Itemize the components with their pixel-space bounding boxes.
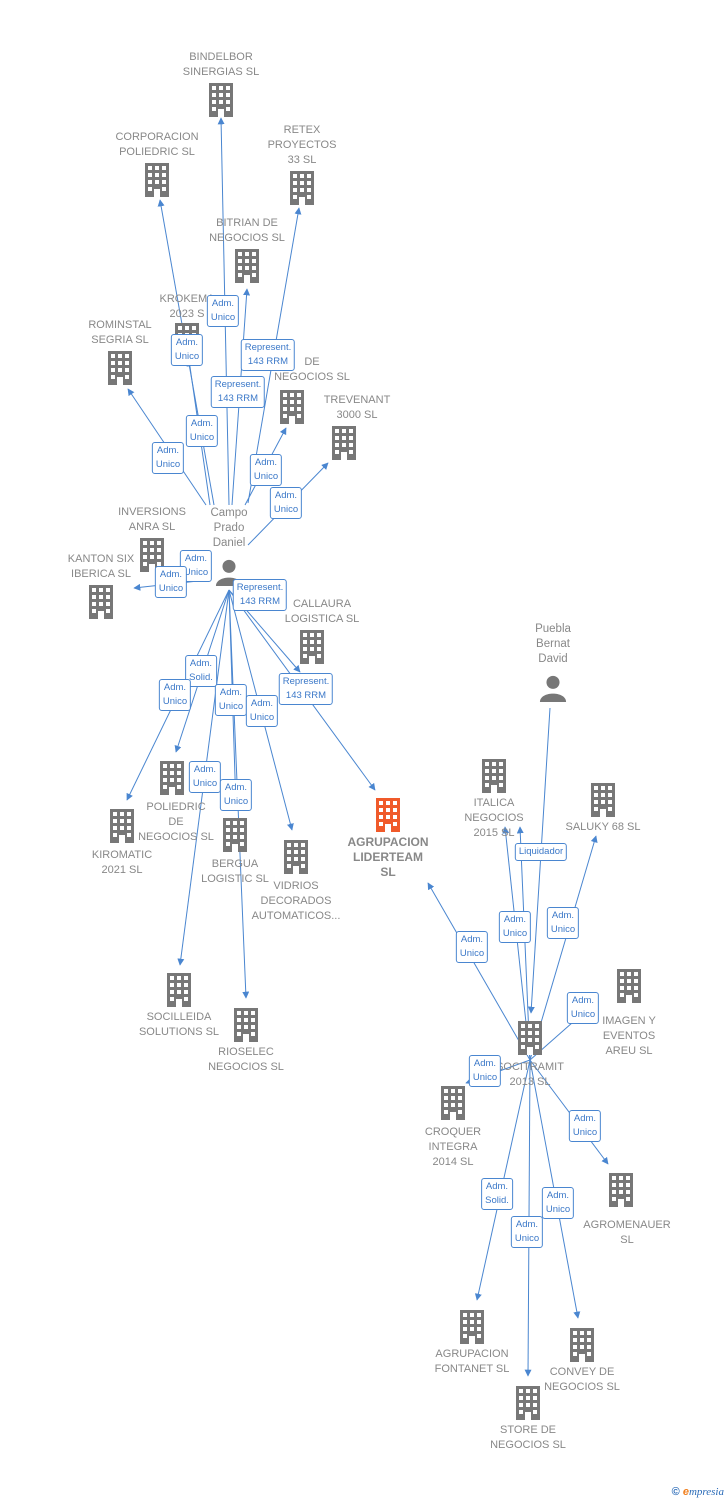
edge-label[interactable]: Adm. Unico <box>498 911 532 943</box>
node-label-agromenauer[interactable]: AGROMENAUER SL <box>583 1219 671 1246</box>
node-label-rominstal[interactable]: ROMINSTAL SEGRIA SL <box>88 319 152 346</box>
edge-label[interactable]: Adm. Unico <box>206 295 240 327</box>
edge-label[interactable]: Adm. Unico <box>468 1055 502 1087</box>
edge-label[interactable]: Adm. Unico <box>566 992 600 1024</box>
edge-label[interactable]: Adm. Unico <box>269 487 303 519</box>
edge-label[interactable]: Represent. 143 RRM <box>232 579 288 611</box>
edge-label[interactable]: Represent. 143 RRM <box>278 673 334 705</box>
edge-label[interactable]: Adm. Unico <box>455 931 489 963</box>
building-icon[interactable] <box>145 163 169 197</box>
building-icon[interactable] <box>376 798 400 832</box>
building-icon[interactable] <box>570 1328 594 1362</box>
building-icon[interactable] <box>209 83 233 117</box>
node-label-saluky[interactable]: SALUKY 68 SL <box>565 821 641 833</box>
person-icon[interactable] <box>539 675 567 702</box>
edge-label[interactable]: Adm. Unico <box>541 1187 575 1219</box>
edge-label[interactable]: Adm. Solid. <box>481 1178 513 1210</box>
building-icon[interactable] <box>280 390 304 424</box>
node-label-negocios_de[interactable]: DE NEGOCIOS SL <box>274 356 350 383</box>
node-label-callaura[interactable]: CALLAURA LOGISTICA SL <box>284 598 360 625</box>
edge-label[interactable]: Adm. Unico <box>249 454 283 486</box>
node-label-bindelbor[interactable]: BINDELBOR SINERGIAS SL <box>182 51 260 78</box>
building-icon[interactable] <box>617 969 641 1003</box>
node-label-poliedric[interactable]: POLIEDRIC DE NEGOCIOS SL <box>138 801 214 843</box>
building-icon[interactable] <box>110 809 134 843</box>
node-label-krokema[interactable]: KROKEMA 2023 S <box>159 293 215 320</box>
building-icon[interactable] <box>460 1310 484 1344</box>
person-label-campo[interactable]: Campo Prado Daniel <box>210 507 248 549</box>
edge-label[interactable]: Liquidador <box>514 843 568 861</box>
edge-label[interactable]: Adm. Unico <box>170 334 204 366</box>
node-label-agrupacion[interactable]: AGRUPACION LIDERTEAM SL <box>347 835 429 879</box>
building-icon[interactable] <box>223 818 247 852</box>
building-icon[interactable] <box>290 171 314 205</box>
edge-label[interactable]: Adm. Unico <box>219 779 253 811</box>
edge-socitramit-agrupacion <box>427 882 531 1061</box>
building-icon[interactable] <box>234 1008 258 1042</box>
node-label-inversions[interactable]: INVERSIONS ANRA SL <box>118 506 186 533</box>
edge-label[interactable]: Represent. 143 RRM <box>240 339 296 371</box>
node-label-corporacion[interactable]: CORPORACION POLIEDRIC SL <box>115 131 199 158</box>
building-icon[interactable] <box>300 630 324 664</box>
brand-credit[interactable]: © empresia <box>672 1486 724 1498</box>
building-icon[interactable] <box>284 840 308 874</box>
building-icon[interactable] <box>108 351 132 385</box>
node-label-italica[interactable]: ITALICA NEGOCIOS 2015 SL <box>464 797 524 839</box>
brand-logo-text: mpresia <box>688 1486 724 1498</box>
edge-label[interactable]: Adm. Unico <box>214 684 248 716</box>
node-label-convey[interactable]: CONVEY DE NEGOCIOS SL <box>544 1366 620 1393</box>
building-icon[interactable] <box>235 249 259 283</box>
building-icon[interactable] <box>332 426 356 460</box>
brand-logo-e: e <box>682 1486 689 1498</box>
edge-label[interactable]: Adm. Unico <box>245 695 279 727</box>
copyright-symbol: © <box>671 1486 680 1498</box>
node-label-imagen[interactable]: IMAGEN Y EVENTOS AREU SL <box>602 1015 656 1057</box>
node-label-socilleida[interactable]: SOCILLEIDA SOLUTIONS SL <box>138 1011 220 1038</box>
edge-label[interactable]: Adm. Unico <box>188 761 222 793</box>
node-label-store[interactable]: STORE DE NEGOCIOS SL <box>490 1424 566 1451</box>
edge-label[interactable]: Adm. Unico <box>546 907 580 939</box>
node-label-socitramit[interactable]: SOCITRAMIT 2013 SL <box>496 1061 564 1088</box>
person-label-puebla[interactable]: Puebla Bernat David <box>535 623 571 665</box>
node-label-croquer[interactable]: CROQUER INTEGRA 2014 SL <box>424 1126 482 1168</box>
node-label-fontanet[interactable]: AGRUPACION FONTANET SL <box>434 1348 510 1375</box>
building-icon[interactable] <box>518 1021 542 1055</box>
node-label-trevenant[interactable]: TREVENANT 3000 SL <box>323 394 391 421</box>
node-label-kiromatic[interactable]: KIROMATIC 2021 SL <box>91 849 153 876</box>
edge-label[interactable]: Adm. Unico <box>185 415 219 447</box>
edge-label[interactable]: Adm. Unico <box>158 679 192 711</box>
edge-label[interactable]: Adm. Unico <box>154 566 188 598</box>
building-icon[interactable] <box>160 761 184 795</box>
building-icon[interactable] <box>609 1173 633 1207</box>
building-icon[interactable] <box>89 585 113 619</box>
node-label-bergua[interactable]: BERGUA LOGISTIC SL <box>201 858 269 885</box>
nodes <box>89 83 641 1420</box>
building-icon[interactable] <box>167 973 191 1007</box>
building-icon[interactable] <box>441 1086 465 1120</box>
node-label-rioselec[interactable]: RIOSELEC NEGOCIOS SL <box>208 1046 284 1073</box>
edge-label[interactable]: Adm. Unico <box>568 1110 602 1142</box>
edge-label[interactable]: Adm. Unico <box>510 1216 544 1248</box>
edge-label[interactable]: Adm. Unico <box>151 442 185 474</box>
building-icon[interactable] <box>516 1386 540 1420</box>
node-label-retex[interactable]: RETEX PROYECTOS 33 SL <box>267 124 337 166</box>
building-icon[interactable] <box>591 783 615 817</box>
building-icon[interactable] <box>482 759 506 793</box>
node-label-kanton[interactable]: KANTON SIX IBERICA SL <box>67 553 135 580</box>
node-label-vidrios[interactable]: VIDRIOS DECORADOS AUTOMATICOS... <box>251 880 341 922</box>
node-label-bitrian[interactable]: BITRIAN DE NEGOCIOS SL <box>209 217 285 244</box>
edge-label[interactable]: Represent. 143 RRM <box>210 376 266 408</box>
